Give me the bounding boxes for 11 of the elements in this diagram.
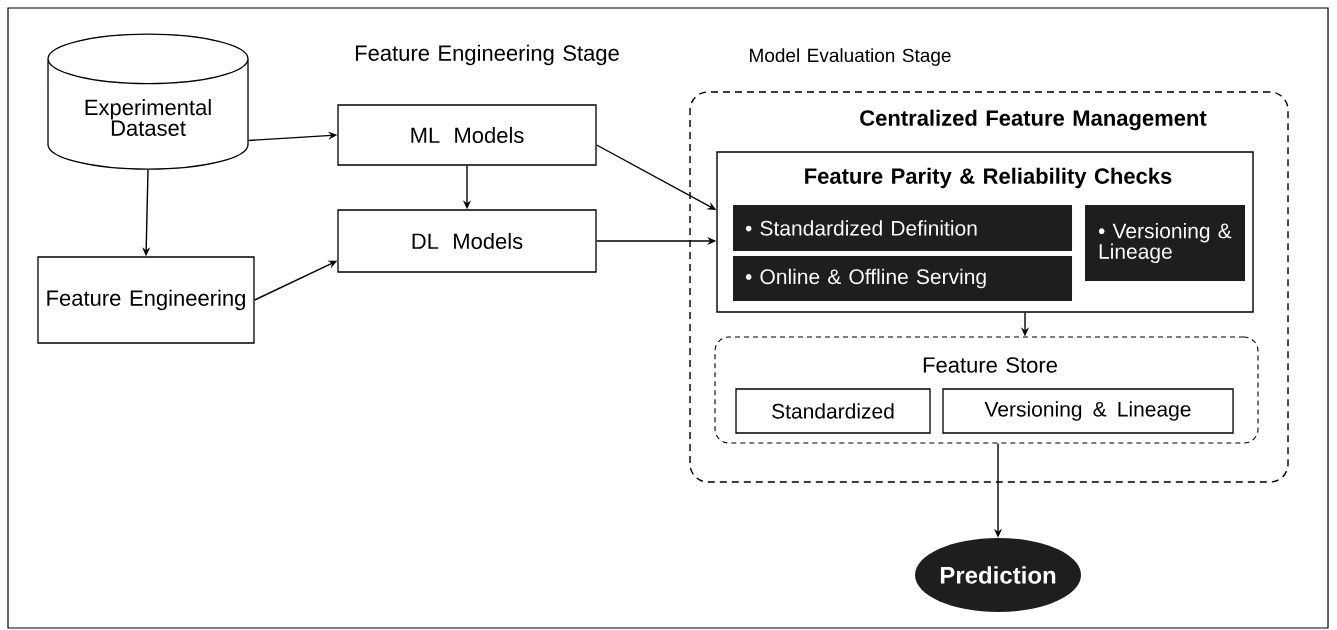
feature-item-box: • Versioning & Lineage [1085,205,1245,281]
feature-item-box: • Online & Offline Serving [733,256,1072,301]
process-box: ML Models [337,104,597,166]
database-cylinder: Experimental Dataset [47,33,249,170]
feature-item-box: • Standardized Definition [733,205,1072,251]
stage-label: Model Evaluation Stage [750,48,951,66]
process-box: Feature Engineering [37,256,255,344]
process-box: DL Models [337,209,597,273]
process-box: Versioning & Lineage [942,388,1234,434]
stage-label: Feature Engineering Stage [355,44,619,66]
process-box: Standardized [735,388,931,434]
